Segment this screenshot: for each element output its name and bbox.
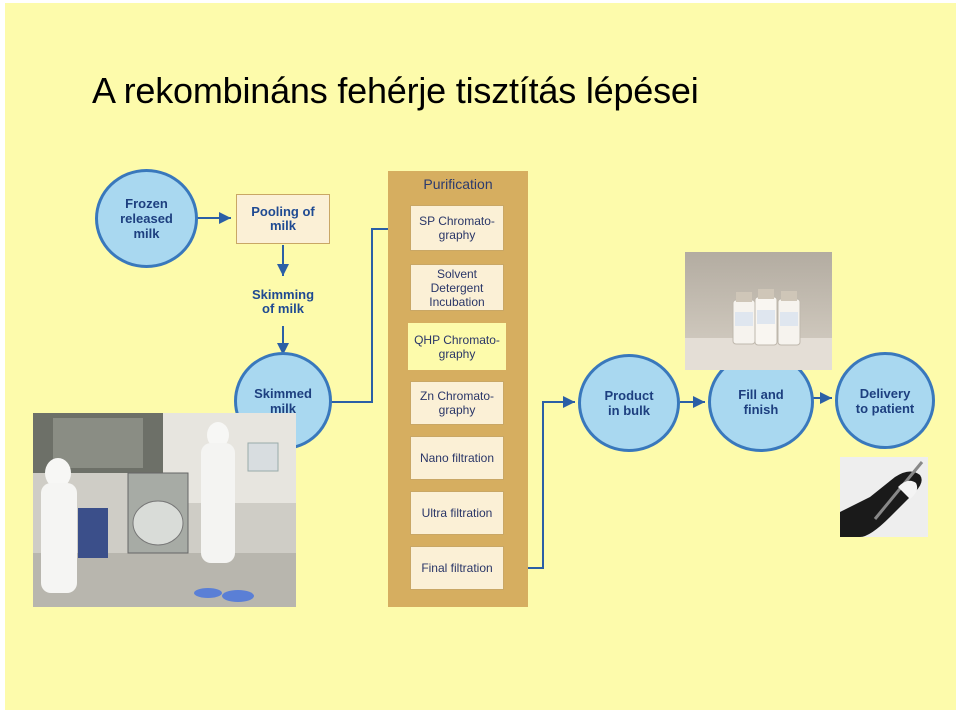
syringe-photo [840, 457, 928, 537]
step-nano-filtration: Nano filtration [410, 436, 504, 480]
lab-photo [33, 413, 296, 607]
node-product-bulk: Product in bulk [578, 354, 680, 452]
page-title: A rekombináns fehérje tisztítás lépései [92, 70, 699, 111]
node-skimming-milk: Skimming of milk [236, 278, 330, 326]
node-delivery: Delivery to patient [835, 352, 935, 449]
purification-title: Purification [423, 176, 493, 192]
step-solvent-detergent: Solvent Detergent Incubation [410, 264, 504, 311]
node-pooling-milk: Pooling of milk [236, 194, 330, 244]
step-sp-chromatography: SP Chromato- graphy [410, 205, 504, 251]
vials-photo [685, 252, 832, 370]
step-zn-chromatography: Zn Chromato- graphy [410, 381, 504, 425]
step-qhp-chromatography: QHP Chromato- graphy [408, 323, 506, 370]
step-final-filtration: Final filtration [410, 546, 504, 590]
node-frozen-milk: Frozen released milk [95, 169, 198, 268]
step-ultra-filtration: Ultra filtration [410, 491, 504, 535]
